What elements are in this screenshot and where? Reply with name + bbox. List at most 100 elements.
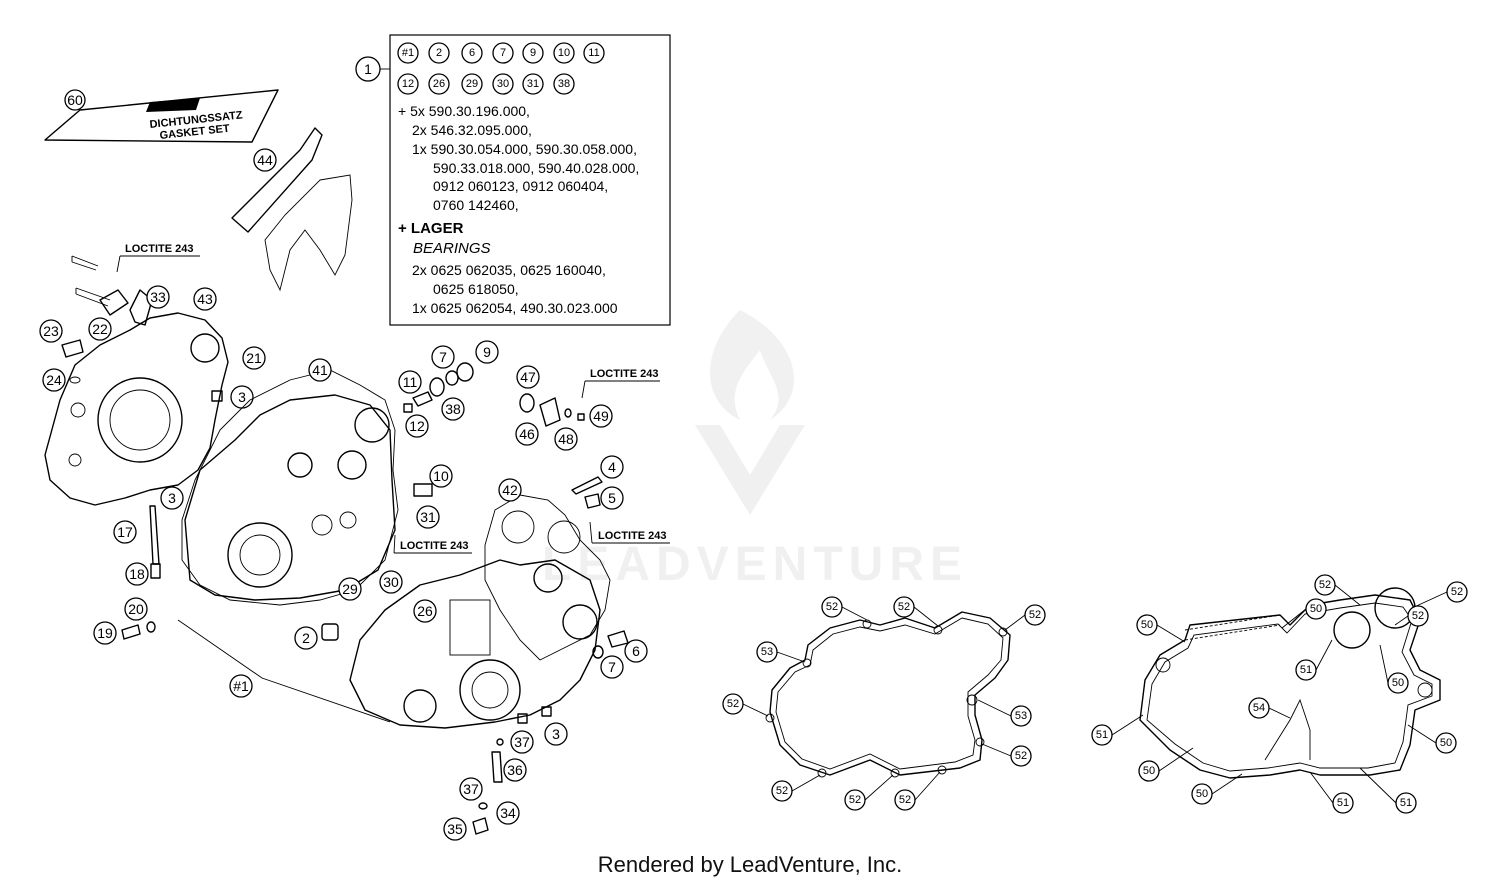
- callout-29[interactable]: 29: [338, 577, 362, 601]
- callout-49[interactable]: 49: [589, 404, 613, 428]
- part-5-bolt[interactable]: [584, 493, 601, 509]
- part-36-spring[interactable]: [491, 751, 503, 783]
- callout-17[interactable]: 17: [113, 520, 137, 544]
- callout-52-e[interactable]: 52: [1010, 745, 1032, 767]
- gasket-clutch-cover[interactable]: [765, 611, 1011, 778]
- part-clutch-cover[interactable]: [44, 312, 229, 506]
- part-6-plug[interactable]: [607, 630, 629, 648]
- callout-52-k[interactable]: 52: [1407, 605, 1429, 627]
- part-20-washer[interactable]: [146, 621, 156, 633]
- part-33-lever[interactable]: [129, 289, 153, 326]
- part-19-bolt[interactable]: [121, 624, 141, 640]
- callout-3b[interactable]: 3: [160, 486, 184, 510]
- callout-4[interactable]: 4: [600, 455, 624, 479]
- callout-53-b[interactable]: 53: [1010, 705, 1032, 727]
- callout-50-c[interactable]: 50: [1387, 672, 1409, 694]
- part-3-dowel-c[interactable]: [517, 713, 528, 724]
- callout-23[interactable]: 23: [39, 319, 63, 343]
- callout-5[interactable]: 5: [600, 486, 624, 510]
- callout-52-b[interactable]: 52: [893, 596, 915, 618]
- part-37-ball[interactable]: [496, 738, 504, 746]
- part-7-oring[interactable]: [592, 645, 604, 659]
- part-right-crankcase[interactable]: [349, 559, 601, 729]
- callout-47[interactable]: 47: [516, 365, 540, 389]
- bolts-top-left[interactable]: [71, 255, 111, 307]
- callout-12[interactable]: 12: [405, 414, 429, 438]
- part-22-fitting[interactable]: [99, 289, 129, 316]
- callout-50-d[interactable]: 50: [1435, 732, 1457, 754]
- callout-52-j[interactable]: 52: [1446, 581, 1468, 603]
- callout-3c[interactable]: 3: [544, 722, 568, 746]
- part-44-bracket[interactable]: [231, 127, 353, 292]
- callout-2[interactable]: 2: [294, 626, 318, 650]
- callout-60[interactable]: 60: [64, 89, 86, 111]
- part-35-plug[interactable]: [472, 817, 489, 835]
- callout-34[interactable]: 34: [496, 801, 520, 825]
- part-2-bushing[interactable]: [321, 623, 339, 641]
- callout-46[interactable]: 46: [515, 422, 539, 446]
- callout-6[interactable]: 6: [624, 639, 648, 663]
- part-23-plug[interactable]: [61, 339, 84, 358]
- callout-9[interactable]: 9: [475, 340, 499, 364]
- callout-36[interactable]: 36: [503, 758, 527, 782]
- callout-50-a[interactable]: 50: [1305, 598, 1327, 620]
- callout-38[interactable]: 38: [441, 397, 465, 421]
- callout-50-b[interactable]: 50: [1136, 614, 1158, 636]
- callout-52-h[interactable]: 52: [894, 789, 916, 811]
- part-34-washer[interactable]: [478, 802, 488, 810]
- callout-51-b[interactable]: 51: [1091, 724, 1113, 746]
- part-17-shaft[interactable]: [149, 505, 160, 565]
- callout-18[interactable]: 18: [125, 562, 149, 586]
- callout-37a[interactable]: 37: [510, 730, 534, 754]
- callout-52-c[interactable]: 52: [1024, 604, 1046, 626]
- callout-20[interactable]: 20: [124, 597, 148, 621]
- callout-1[interactable]: 1: [355, 56, 381, 82]
- callout-case-set[interactable]: #1: [229, 674, 253, 698]
- callout-7b[interactable]: 7: [600, 655, 624, 679]
- part-3a-dowel[interactable]: [211, 390, 223, 402]
- callout-42[interactable]: 42: [498, 478, 522, 502]
- part-3-dowel-d[interactable]: [541, 706, 552, 717]
- callout-41[interactable]: 41: [308, 358, 332, 382]
- part-46-47-seal[interactable]: [519, 393, 585, 427]
- callout-26[interactable]: 26: [413, 599, 437, 623]
- part-42-gasket[interactable]: [484, 494, 611, 661]
- callout-22[interactable]: 22: [88, 317, 112, 341]
- part-41-gasket[interactable]: [181, 369, 399, 606]
- part-18-sleeve[interactable]: [150, 563, 161, 579]
- callout-21[interactable]: 21: [242, 346, 266, 370]
- callout-52-d[interactable]: 52: [722, 693, 744, 715]
- callout-19[interactable]: 19: [93, 621, 117, 645]
- callout-35[interactable]: 35: [443, 817, 467, 841]
- svg-text:51: 51: [1096, 729, 1108, 741]
- gasket-crankcase[interactable]: [1139, 587, 1441, 779]
- callout-33[interactable]: 33: [146, 285, 170, 309]
- callout-52-i[interactable]: 52: [1314, 574, 1336, 596]
- callout-50-f[interactable]: 50: [1191, 783, 1213, 805]
- callout-52-a[interactable]: 52: [821, 596, 843, 618]
- callout-54[interactable]: 54: [1248, 697, 1270, 719]
- part-24-oring[interactable]: [69, 376, 81, 384]
- callout-30[interactable]: 30: [379, 570, 403, 594]
- part-4-pin[interactable]: [571, 476, 603, 495]
- callout-51-d[interactable]: 51: [1395, 792, 1417, 814]
- callout-52-g[interactable]: 52: [844, 789, 866, 811]
- callout-52-f[interactable]: 52: [771, 780, 793, 802]
- bearings-upper[interactable]: [403, 362, 474, 413]
- part-10-bushing[interactable]: [413, 483, 433, 497]
- callout-11[interactable]: 11: [398, 370, 422, 394]
- callout-43[interactable]: 43: [193, 287, 217, 311]
- callout-7a[interactable]: 7: [431, 345, 455, 369]
- callout-3a[interactable]: 3: [230, 385, 254, 409]
- callout-53-a[interactable]: 53: [756, 641, 778, 663]
- callout-10[interactable]: 10: [429, 464, 453, 488]
- callout-31[interactable]: 31: [416, 505, 440, 529]
- callout-24[interactable]: 24: [42, 368, 66, 392]
- callout-51-a[interactable]: 51: [1295, 659, 1317, 681]
- callout-37b[interactable]: 37: [459, 777, 483, 801]
- callout-51-c[interactable]: 51: [1332, 792, 1354, 814]
- part-left-crankcase[interactable]: [184, 394, 396, 601]
- callout-50-e[interactable]: 50: [1138, 760, 1160, 782]
- callout-48[interactable]: 48: [554, 427, 578, 451]
- callout-44[interactable]: 44: [253, 148, 277, 172]
